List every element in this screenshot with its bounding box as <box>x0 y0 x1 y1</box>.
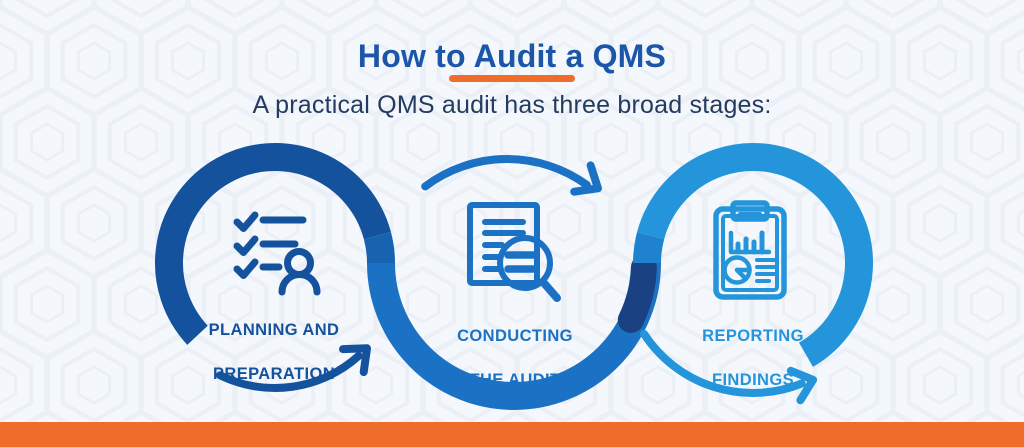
magnifier-lens <box>497 235 553 291</box>
stage3-ring <box>637 143 873 367</box>
person-shoulders <box>278 271 321 296</box>
pie-slice-lines <box>734 267 752 282</box>
stage1-arrowhead-icon <box>339 344 371 377</box>
checkmark-2 <box>233 235 259 256</box>
checklist-person-icon <box>233 211 321 296</box>
stage1-label-line1: PLANNING AND <box>208 321 340 339</box>
stage3-arrow-shaft <box>640 329 806 397</box>
stage2-label-line1: CONDUCTING <box>457 327 573 345</box>
process-flow-path <box>155 143 873 410</box>
stage3-label-line2: FINDINGS <box>711 371 795 389</box>
title-underline <box>449 75 575 82</box>
stage1-arrow <box>216 344 371 392</box>
clipboard-outline <box>713 206 787 300</box>
stage1-arrow-shaft <box>216 351 363 392</box>
clipboard-clip <box>730 200 770 222</box>
stage3-label-line1: REPORTING <box>702 327 804 345</box>
stage2-stage3-junction <box>633 231 665 264</box>
stage3-label: REPORTING FINDINGS <box>643 303 863 413</box>
stage3-arrowhead-icon <box>786 366 818 405</box>
stage2-label: CONDUCTING THE AUDIT <box>405 303 625 413</box>
stage2-arrowhead-icon <box>570 161 602 196</box>
stage2-arrow-shaft <box>421 155 591 191</box>
stage2-arrow <box>421 155 602 196</box>
stage2-label-line2: THE AUDIT <box>469 371 561 389</box>
bottom-accent-bar <box>0 422 1024 447</box>
document-magnifier-icon <box>467 202 561 302</box>
flow-arrows <box>216 155 818 405</box>
stage2-stage3-underlap-shadow <box>617 254 657 333</box>
stage1-label-line2: PREPARATION <box>212 365 336 383</box>
stage1-ring <box>155 143 391 345</box>
checkmark-1 <box>233 211 259 232</box>
magnifier-handle <box>539 278 561 302</box>
clipboard-report-icon <box>713 200 787 300</box>
subtitle: A practical QMS audit has three broad st… <box>252 91 772 119</box>
checkmark-3 <box>233 258 259 279</box>
page-title: How to Audit a QMS <box>357 38 667 74</box>
stage3-arrow <box>640 329 818 405</box>
stage1-stage2-junction <box>363 231 395 264</box>
stage1-label: PLANNING AND PREPARATION <box>164 297 384 407</box>
